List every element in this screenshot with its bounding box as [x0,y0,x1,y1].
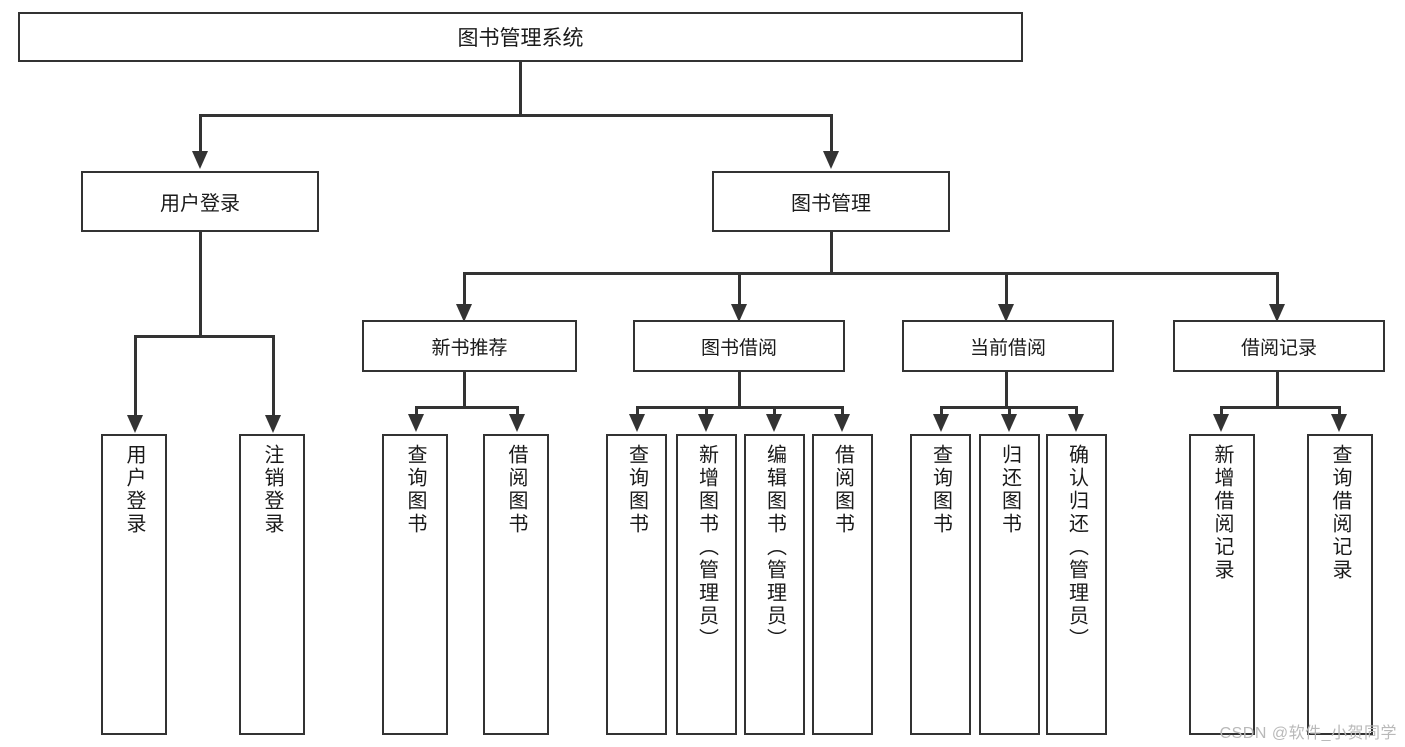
node-label: 图书管理系统 [457,27,584,50]
arrowhead-cb-confirm [1068,414,1084,432]
connector-drop-new-book [463,272,466,306]
connector-root-stem [519,62,522,114]
arrowhead-book-management [823,151,839,169]
leaf-label: 确认归还（管理员） [1065,444,1088,651]
leaf-label: 查询图书 [929,444,952,536]
arrowhead-nb-borrow [509,414,525,432]
connector-drop-leaf-user-login [134,335,137,417]
leaf-label: 注销登录 [261,444,283,536]
connector-drop-cb-query [940,406,943,418]
leaf-cb-query-book[interactable]: 查询图书 [910,434,971,735]
node-book-borrow[interactable]: 图书借阅 [633,320,845,372]
connector-drop-nb-borrow [516,406,519,418]
leaf-bb-edit-book-admin[interactable]: 编辑图书（管理员） [744,434,805,735]
arrowhead-br-add [1213,414,1229,432]
leaf-label: 查询图书 [404,444,426,536]
connector-book-borrow-bus [636,406,843,409]
connector-drop-nb-query [415,406,418,418]
leaf-nb-borrow-book[interactable]: 借阅图书 [483,434,549,735]
arrowhead-user-login [192,151,208,169]
leaf-bb-add-book-admin[interactable]: 新增图书（管理员） [676,434,737,735]
leaf-cb-confirm-return-admin[interactable]: 确认归还（管理员） [1046,434,1107,735]
connector-level3-bus [463,272,1278,275]
leaf-label: 新增借阅记录 [1211,444,1233,582]
node-user-login[interactable]: 用户登录 [81,171,319,232]
connector-book-management-stem [830,232,833,272]
connector-user-login-bus [134,335,274,338]
leaf-label: 新增图书（管理员） [695,444,718,651]
node-current-borrow[interactable]: 当前借阅 [902,320,1114,372]
leaf-label: 借阅图书 [505,444,527,536]
node-root-book-management-system[interactable]: 图书管理系统 [18,12,1023,62]
node-label: 图书借阅 [700,337,777,359]
arrowhead-bb-borrow [834,414,850,432]
leaf-label: 查询图书 [625,444,648,536]
leaf-label: 归还图书 [998,444,1021,536]
connector-borrow-record-bus [1220,406,1340,409]
connector-drop-book-management [830,114,833,153]
arrowhead-bb-edit [766,414,782,432]
connector-user-login-stem [199,232,202,335]
node-borrow-record[interactable]: 借阅记录 [1173,320,1385,372]
connector-drop-br-query [1338,406,1341,418]
watermark-text: CSDN @软件_小贺同学 [1219,725,1397,742]
leaf-bb-query-book[interactable]: 查询图书 [606,434,667,735]
arrowhead-bb-add [698,414,714,432]
leaf-br-add-record[interactable]: 新增借阅记录 [1189,434,1255,735]
connector-level2-bus [199,114,831,117]
leaf-label: 编辑图书（管理员） [763,444,786,651]
node-label: 当前借阅 [969,337,1046,359]
node-label: 借阅记录 [1240,337,1317,359]
connector-drop-cb-confirm [1075,406,1078,418]
leaf-label: 借阅图书 [831,444,854,536]
node-label: 新书推荐 [431,337,508,359]
leaf-user-login[interactable]: 用户登录 [101,434,167,735]
connector-drop-bb-add [705,406,708,418]
connector-drop-br-add [1220,406,1223,418]
connector-drop-cb-return [1008,406,1011,418]
connector-current-borrow-stem [1005,372,1008,406]
node-label: 用户登录 [160,193,240,215]
node-book-management[interactable]: 图书管理 [712,171,950,232]
leaf-cb-return-book[interactable]: 归还图书 [979,434,1040,735]
connector-book-borrow-stem [738,372,741,406]
connector-drop-borrow-record [1276,272,1279,306]
connector-new-book-bus [415,406,519,409]
arrowhead-borrow-record [1269,304,1285,322]
arrowhead-book-borrow [731,304,747,322]
leaf-label: 查询借阅记录 [1329,444,1351,582]
connector-drop-book-borrow [738,272,741,306]
leaf-br-query-record[interactable]: 查询借阅记录 [1307,434,1373,735]
leaf-label: 用户登录 [123,444,145,536]
arrowhead-cb-return [1001,414,1017,432]
arrowhead-new-book [456,304,472,322]
leaf-logout[interactable]: 注销登录 [239,434,305,735]
node-label: 图书管理 [791,193,871,215]
node-new-book-recommend[interactable]: 新书推荐 [362,320,577,372]
arrowhead-br-query [1331,414,1347,432]
arrowhead-cb-query [933,414,949,432]
connector-drop-bb-query [636,406,639,418]
connector-drop-leaf-logout [272,335,275,417]
arrowhead-current-borrow [998,304,1014,322]
connector-drop-bb-borrow [841,406,844,418]
connector-drop-user-login [199,114,202,153]
connector-drop-current-borrow [1005,272,1008,306]
arrowhead-bb-query [629,414,645,432]
leaf-bb-borrow-book[interactable]: 借阅图书 [812,434,873,735]
connector-drop-bb-edit [773,406,776,418]
connector-new-book-stem [463,372,466,406]
arrowhead-leaf-logout [265,415,281,433]
leaf-nb-query-book[interactable]: 查询图书 [382,434,448,735]
arrowhead-leaf-user-login [127,415,143,433]
arrowhead-nb-query [408,414,424,432]
connector-borrow-record-stem [1276,372,1279,406]
